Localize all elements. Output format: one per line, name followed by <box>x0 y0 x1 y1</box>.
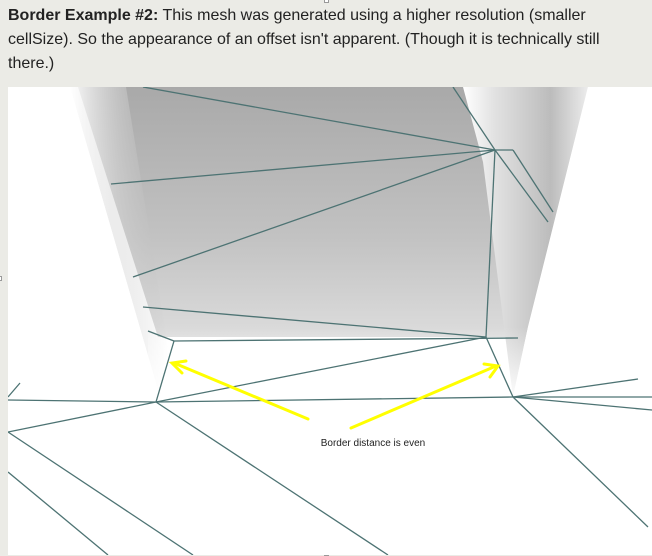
back-wall <box>78 87 508 337</box>
left-wall <box>70 87 168 397</box>
mesh-illustration: Border distance is even <box>8 87 652 555</box>
right-arrow-head <box>482 362 501 379</box>
caption-text: This mesh was generated using a higher r… <box>8 7 600 72</box>
right-arrow-shaft <box>349 364 498 430</box>
annotation-label: Border distance is even <box>321 438 426 449</box>
left-arrow-shaft <box>172 361 310 421</box>
border-distance-arrows <box>168 359 501 430</box>
resize-handle-top[interactable] <box>324 0 329 3</box>
floor <box>8 397 652 555</box>
figure-caption: Border Example #2: This mesh was generat… <box>8 4 648 76</box>
left-outer-floor <box>8 87 160 397</box>
navmesh-edges <box>8 87 652 555</box>
caption-title: Border Example #2: <box>8 7 159 24</box>
right-outer-floor <box>513 87 652 397</box>
left-arrow-head <box>168 359 188 375</box>
navmesh-screenshot: Border distance is even <box>8 87 652 555</box>
resize-handle-left[interactable] <box>0 276 2 281</box>
